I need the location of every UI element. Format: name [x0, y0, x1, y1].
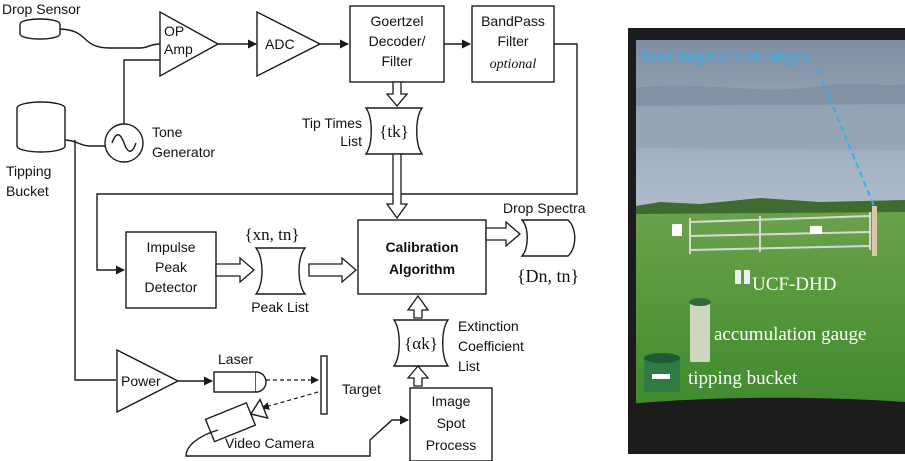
tone-generator-label-2: Generator [152, 144, 215, 160]
calibration-label-2: Algorithm [389, 261, 455, 277]
target-label: Target [342, 381, 381, 397]
drop-spectra: Drop Spectra {Dn, tn} [503, 200, 586, 286]
image-spot-box [409, 387, 493, 461]
laser-label: Laser [218, 351, 253, 367]
adc-triangle [256, 10, 322, 78]
tip-times-label-1: Tip Times [302, 115, 362, 131]
extinction-coefficient-list: {αk} Extinction Coefficient List [392, 318, 524, 374]
drop-sensor-label: Drop Sensor [2, 1, 81, 17]
op-amp-label-2: Amp [164, 41, 193, 57]
extinction-symbol: {αk} [404, 334, 438, 353]
impulse-label-3: Detector [145, 279, 198, 295]
op-amp-triangle [159, 10, 220, 78]
ucf-dhd-instrument [735, 270, 741, 284]
impulse-label-1: Impulse [146, 239, 195, 255]
calibration-algorithm: Calibration Algorithm [357, 219, 487, 295]
tipping-bucket-photo-label: tipping bucket [688, 368, 798, 389]
extinction-label-3: List [458, 358, 480, 374]
goertzel-label-1: Goertzel [371, 13, 424, 29]
extinction-shape [392, 319, 450, 367]
tone-generator-label-1: Tone [152, 124, 183, 140]
calibration-box [357, 219, 487, 295]
tipping-bucket-label-1: Tipping [6, 163, 51, 179]
bandpass-label-optional: optional [490, 57, 537, 72]
video-camera-label: Video Camera [225, 435, 314, 451]
bandpass-filter: BandPass Filter optional [471, 5, 555, 83]
goertzel-label-3: Filter [381, 53, 412, 69]
image-spot-label-2: Spot [437, 415, 466, 431]
goertzel-decoder: Goertzel Decoder/ Filter [349, 5, 445, 83]
tipping-bucket-label-2: Bucket [6, 183, 49, 199]
peak-list: {xn, tn} Peak List [244, 225, 308, 315]
tip-times-shape [364, 107, 424, 155]
image-spot-process: Image Spot Process [409, 387, 493, 461]
target: Target [261, 355, 381, 415]
tip-times-list: {tk} Tip Times List [302, 107, 424, 155]
tip-times-symbol: {tk} [379, 122, 409, 141]
accumulation-gauge-icon [690, 302, 710, 362]
extinction-label-2: Coefficient [458, 338, 524, 354]
drop-spectra-label: Drop Spectra [503, 200, 586, 216]
adc: ADC [256, 10, 322, 78]
gate [689, 212, 871, 254]
image-spot-label-1: Image [432, 393, 471, 409]
adc-label: ADC [265, 36, 295, 52]
accumulation-gauge-label: accumulation gauge [714, 324, 866, 345]
bandpass-label-2: Filter [497, 33, 528, 49]
tone-generator: Tone Generator [104, 123, 215, 163]
power-triangle [116, 348, 180, 414]
system-diagram: Drop Sensor OP Amp ADC Goertzel Decoder/… [2, 1, 586, 461]
extinction-label-1: Extinction [458, 318, 519, 334]
laser-icon [213, 371, 257, 393]
field-photo: laser target (75 m range) UCF-DHD accumu… [628, 28, 905, 454]
peak-list-shape [254, 247, 307, 295]
drop-spectra-shape [520, 219, 576, 257]
peak-list-symbol: {xn, tn} [244, 225, 299, 244]
op-amp-label-1: OP [164, 23, 184, 39]
goertzel-label-2: Decoder/ [369, 33, 426, 49]
calibration-label-1: Calibration [385, 239, 458, 255]
laser-target-post [872, 206, 877, 256]
video-camera [204, 397, 269, 443]
drop-spectra-symbol: {Dn, tn} [517, 266, 579, 286]
laser: Laser [213, 351, 319, 393]
bandpass-box [471, 5, 555, 83]
power-label: Power [121, 373, 161, 389]
drop-sensor: Drop Sensor [2, 1, 161, 49]
op-amp: OP Amp [159, 10, 220, 78]
tipping-bucket: Tipping Bucket [6, 101, 66, 199]
peak-list-label: Peak List [251, 299, 309, 315]
tip-times-label-2: List [340, 133, 362, 149]
target-plate [320, 355, 328, 415]
ucf-dhd-label: UCF-DHD [752, 274, 836, 295]
bandpass-label-1: BandPass [481, 13, 545, 29]
image-spot-label-3: Process [426, 437, 477, 453]
impulse-label-2: Peak [155, 259, 188, 275]
dashboard [628, 397, 905, 454]
impulse-peak-detector: Impulse Peak Detector [125, 231, 217, 309]
impulse-box [125, 231, 217, 309]
power-supply: Power [116, 348, 180, 414]
laser-target-label: laser target (75 m range) [642, 47, 809, 66]
